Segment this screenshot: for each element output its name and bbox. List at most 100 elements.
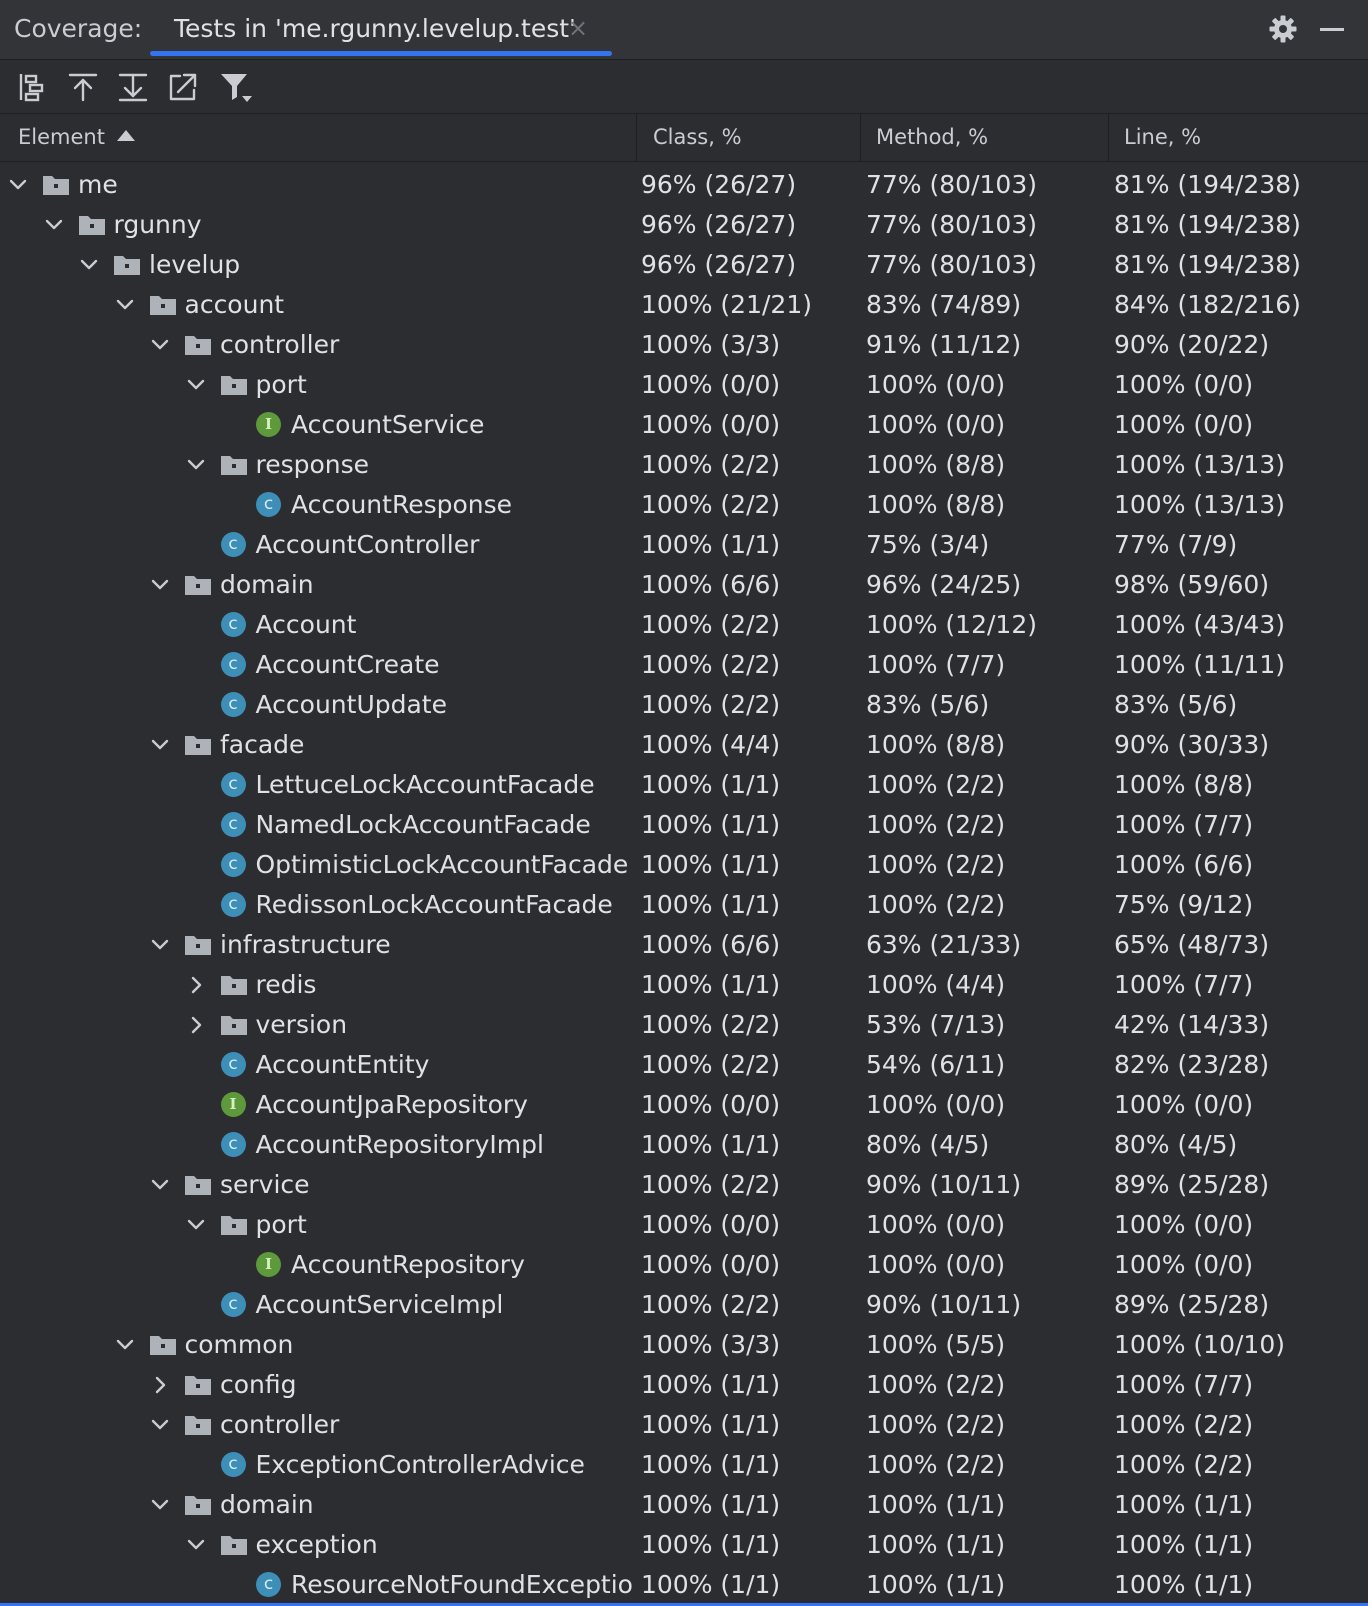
go-down-icon[interactable] [116,70,150,104]
flatten-packages-icon[interactable] [16,70,50,104]
go-up-icon[interactable] [66,70,100,104]
tab-close-icon[interactable]: × [568,14,589,42]
chevron-down-icon[interactable] [148,565,172,605]
chevron-right-icon[interactable] [184,1005,208,1045]
element-name: AccountUpdate [255,690,447,719]
package-folder-icon [149,1336,176,1355]
chevron-down-icon[interactable] [148,1485,172,1525]
export-icon[interactable] [166,70,200,104]
chevron-right-icon[interactable] [148,1365,172,1405]
element-cell: me [0,165,632,205]
minimize-icon[interactable] [1320,28,1344,31]
element-name: LettuceLockAccountFacade [255,770,595,799]
column-divider[interactable] [1108,114,1109,161]
filter-icon[interactable] [218,70,252,104]
column-divider[interactable] [636,114,637,161]
chevron-down-icon[interactable] [113,1325,137,1365]
line-coverage-cell: 100% (7/7) [1114,810,1254,839]
chevron-down-icon[interactable] [148,1165,172,1205]
package-folder-icon [43,176,69,195]
chevron-down-icon[interactable] [184,1525,208,1565]
method-coverage-cell: 100% (2/2) [866,850,1006,879]
column-header-line[interactable]: Line, % [1124,125,1202,149]
column-header-class[interactable]: Class, % [653,125,742,149]
chevron-down-icon[interactable] [148,1405,172,1445]
line-coverage-cell: 90% (20/22) [1114,330,1270,359]
chevron-down-icon[interactable] [184,1205,208,1245]
method-coverage-cell: 91% (11/12) [866,330,1022,359]
line-coverage-cell: 100% (2/2) [1114,1450,1254,1479]
element-name: response [255,450,370,479]
column-header-element[interactable]: Element [18,114,135,161]
method-coverage-cell: 75% (3/4) [866,530,990,559]
chevron-down-icon[interactable] [77,245,101,285]
chevron-down-icon[interactable] [42,205,66,245]
chevron-down-icon[interactable] [148,725,172,765]
line-coverage-cell: 100% (11/11) [1114,650,1285,679]
method-coverage-cell: 100% (2/2) [866,1450,1006,1479]
element-name: AccountRepository [291,1250,525,1279]
gear-icon[interactable] [1268,14,1298,44]
chevron-down-icon[interactable] [113,285,137,325]
chevron-right-icon[interactable] [184,965,208,1005]
chevron-down-icon[interactable] [148,325,172,365]
class-coverage-cell: 100% (1/1) [641,850,781,879]
chevron-down-icon[interactable] [184,445,208,485]
tab-title[interactable]: Tests in 'me.rgunny.levelup.test' [174,14,576,43]
chevron-down-icon[interactable] [6,165,30,205]
class-coverage-cell: 100% (1/1) [641,890,781,919]
chevron-down-icon[interactable] [148,925,172,965]
column-divider[interactable] [860,114,861,161]
element-cell: levelup [0,245,632,285]
method-coverage-cell: 96% (24/25) [866,570,1022,599]
element-name: version [255,1010,348,1039]
element-cell: response [0,445,632,485]
class-coverage-cell: 100% (0/0) [641,1210,781,1239]
method-coverage-cell: 100% (8/8) [866,730,1006,759]
method-coverage-cell: 100% (1/1) [866,1530,1006,1559]
chevron-down-icon[interactable] [184,365,208,405]
class-icon: c [256,492,281,517]
package-folder-icon [149,296,176,315]
column-header-method[interactable]: Method, % [876,125,989,149]
